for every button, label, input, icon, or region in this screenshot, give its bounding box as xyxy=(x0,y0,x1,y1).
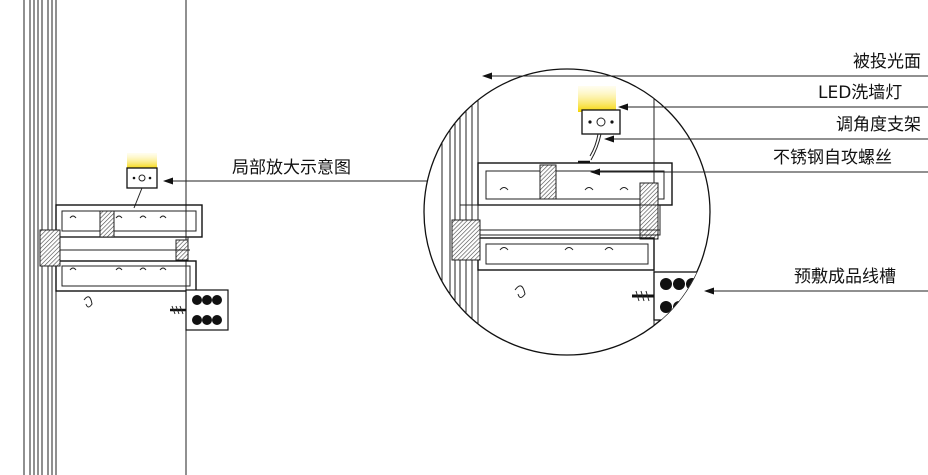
leader-wall-washer xyxy=(618,103,928,111)
leader-angle-bracket xyxy=(604,135,928,143)
overview-profile xyxy=(39,204,203,308)
overview-callout-label: 局部放大示意图 xyxy=(232,158,351,178)
overview-lamp xyxy=(126,153,158,209)
label-wall-washer: LED洗墙灯 xyxy=(818,83,902,103)
magnified-detail: 被投光面 LED洗墙灯 调角度支架 不锈钢自攻螺丝 预敷成品线槽 xyxy=(423,52,928,356)
detail-lamp xyxy=(578,86,621,161)
overview-section: 局部放大示意图 xyxy=(23,0,430,475)
leader-screw xyxy=(590,168,928,176)
label-screw: 不锈钢自攻螺丝 xyxy=(773,148,892,168)
leader-illuminated-surface xyxy=(482,72,928,80)
overview-cable-trough xyxy=(170,289,229,331)
detail-profile xyxy=(451,160,673,298)
label-illuminated-surface: 被投光面 xyxy=(853,52,921,72)
leader-cable-trough xyxy=(704,287,928,295)
label-angle-bracket: 调角度支架 xyxy=(836,115,921,135)
overview-callout-leader xyxy=(163,177,430,185)
magnifier-circle xyxy=(423,68,711,356)
label-cable-trough: 预敷成品线槽 xyxy=(794,267,896,287)
